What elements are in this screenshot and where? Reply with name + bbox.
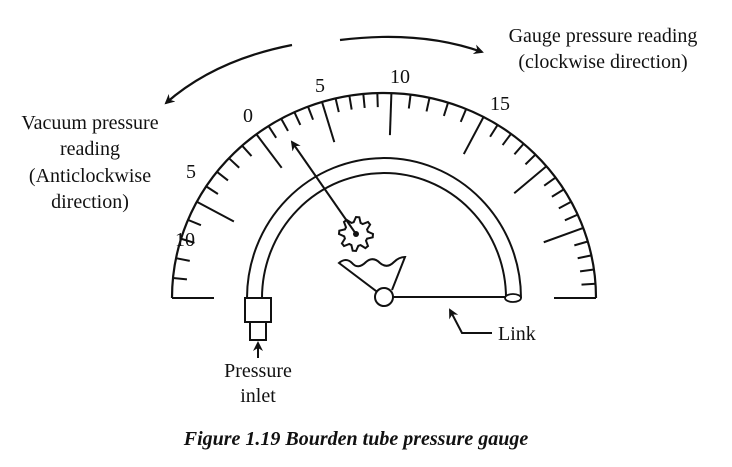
dial-ticks <box>172 93 596 299</box>
pivot-circle <box>374 287 394 307</box>
gauge-label-10: 10 <box>390 66 410 88</box>
minor-tick <box>577 254 592 260</box>
bourdon-tube-inner <box>261 172 507 299</box>
gauge-label-5: 5 <box>315 75 325 97</box>
minor-tick <box>442 102 450 117</box>
vacuum-reading-label: Vacuum pressure <box>21 112 158 134</box>
inlet-socket <box>244 297 272 323</box>
gauge-reading-label: Gauge pressure reading <box>509 25 698 47</box>
minor-tick <box>501 133 512 146</box>
link-arrow <box>449 308 492 334</box>
toothed-sector <box>337 255 407 298</box>
minor-tick <box>348 95 353 110</box>
minor-tick <box>579 268 595 273</box>
link-label: Link <box>498 323 536 345</box>
pressure-inlet-label-2: inlet <box>240 385 276 407</box>
minor-tick <box>574 240 589 247</box>
minor-tick <box>524 153 537 166</box>
vacuum-label-10: 10 <box>175 229 195 251</box>
major-tick <box>321 101 336 143</box>
minor-tick <box>241 144 253 157</box>
pointer-needle <box>290 140 357 235</box>
major-tick <box>388 93 393 136</box>
minor-tick <box>564 213 579 222</box>
minor-tick <box>489 124 499 138</box>
vacuum-reading-label-2: reading <box>60 138 120 160</box>
minor-tick <box>459 108 468 123</box>
minor-tick <box>581 282 596 286</box>
minor-tick <box>267 125 278 139</box>
minor-tick <box>334 98 340 113</box>
vacuum-label-5: 5 <box>186 161 196 183</box>
tube-end <box>504 293 522 303</box>
gauge-direction-label: (clockwise direction) <box>518 51 687 73</box>
minor-tick <box>187 218 202 227</box>
minor-tick <box>307 106 314 121</box>
minor-tick <box>407 94 412 109</box>
minor-tick <box>175 257 190 262</box>
minor-tick <box>543 176 557 187</box>
minor-tick <box>551 188 565 198</box>
major-tick <box>513 165 548 194</box>
pressure-inlet-label: Pressure <box>224 360 292 382</box>
major-tick <box>462 116 485 155</box>
minor-tick <box>172 277 188 281</box>
bourdon-tube <box>246 157 522 299</box>
major-tick <box>255 133 283 169</box>
minor-tick <box>558 200 572 210</box>
figure-caption: Figure 1.19 Bourden tube pressure gauge <box>183 428 529 450</box>
minor-tick <box>228 157 240 169</box>
minor-tick <box>205 185 219 195</box>
minor-tick <box>216 171 229 182</box>
vacuum-direction-label: (Anticlockwise <box>29 165 151 187</box>
minor-tick <box>180 237 195 244</box>
major-tick <box>543 226 584 244</box>
vacuum-direction-label-2: direction) <box>51 191 129 213</box>
minor-tick <box>293 111 302 126</box>
gauge-label-15: 15 <box>490 93 510 115</box>
minor-tick <box>513 143 525 155</box>
clockwise-arrow <box>339 35 484 55</box>
anticlockwise-arrow <box>164 43 293 105</box>
minor-tick <box>280 118 289 132</box>
minor-tick <box>425 97 431 112</box>
inlet-nipple <box>249 321 267 341</box>
major-tick <box>196 200 235 223</box>
gauge-label-0: 0 <box>243 105 253 127</box>
minor-tick <box>362 93 366 109</box>
dial-arc <box>170 91 598 299</box>
